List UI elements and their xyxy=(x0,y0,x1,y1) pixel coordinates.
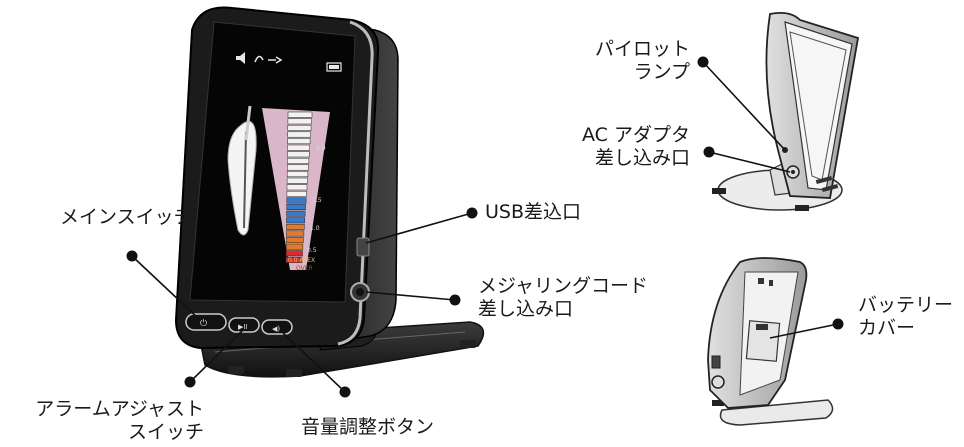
callouts xyxy=(126,56,844,398)
scale-segment xyxy=(287,151,310,158)
alarm-adjust-button[interactable] xyxy=(228,317,260,333)
scale-segment xyxy=(286,223,305,230)
scale-segment xyxy=(287,144,310,151)
battery-cover[interactable] xyxy=(745,320,781,362)
label-measuring-cord-line1: メジャリングコード xyxy=(478,275,649,297)
screen-scale xyxy=(285,111,313,263)
callout-line-main-switch xyxy=(131,255,201,321)
scale-segment xyxy=(286,217,305,224)
side-view-device xyxy=(712,11,860,211)
callout-dot-measuring-cord xyxy=(449,294,461,306)
back-view-base xyxy=(719,399,834,426)
callout-dot-battery-cover xyxy=(832,318,844,330)
scale-segment xyxy=(286,184,308,191)
callout-line-ac-adapter xyxy=(708,151,791,173)
label-main-switch-text: メインスイッチ xyxy=(60,206,193,228)
scale-segment xyxy=(287,131,311,138)
scale-segment xyxy=(286,210,306,217)
scale-segment xyxy=(286,204,306,211)
power-icon: ⏻ xyxy=(200,318,207,329)
label-pilot-lamp-line2: ランプ xyxy=(633,61,690,83)
label-measuring-cord: メジャリングコード 差し込み口 xyxy=(478,275,648,321)
label-ac-adapter: AC アダプタ 差し込み口 xyxy=(556,124,690,170)
label-battery-cover-line1: バッテリー xyxy=(858,294,954,316)
scale-segment xyxy=(287,111,313,118)
callout-line-usb xyxy=(365,212,473,244)
scale-segment xyxy=(287,164,309,171)
scale-segment xyxy=(286,230,305,237)
label-alarm-adjust: アラームアジャスト スイッチ xyxy=(6,398,204,444)
label-pilot-lamp: パイロット ランプ xyxy=(556,38,690,84)
scale-segment xyxy=(287,138,311,145)
scale-segment xyxy=(287,124,312,131)
callout-line-volume xyxy=(279,329,346,393)
label-alarm-adjust-line2: スイッチ xyxy=(127,421,204,443)
scale-label-1-5: 1.5 xyxy=(312,197,322,204)
back-view-device xyxy=(707,257,834,426)
scale-segment xyxy=(287,157,310,164)
callout-dot-ac-adapter xyxy=(703,146,715,158)
label-volume-button: 音量調整ボタン xyxy=(301,416,434,439)
scale-segment xyxy=(285,250,303,257)
scale-segment xyxy=(286,190,307,197)
callout-dot-usb xyxy=(466,207,478,219)
apex-label: 0.0 APEX xyxy=(288,257,315,264)
callout-dot-main-switch xyxy=(126,250,138,262)
scale-segment xyxy=(286,237,304,244)
label-alarm-adjust-line1: アラームアジャスト xyxy=(35,398,204,420)
label-pilot-lamp-line1: パイロット xyxy=(594,38,690,60)
label-measuring-cord-line2: 差し込み口 xyxy=(478,298,574,320)
usb-port[interactable] xyxy=(356,237,370,257)
callout-line-pilot-lamp xyxy=(702,61,786,151)
scale-segment xyxy=(286,177,308,184)
battery-icon xyxy=(326,62,342,72)
label-ac-adapter-line2: 差し込み口 xyxy=(594,147,690,169)
callout-line-battery-cover xyxy=(769,323,839,339)
scale-segment xyxy=(286,197,307,204)
tooth-graphic xyxy=(227,105,257,236)
probe-icon xyxy=(254,55,264,63)
callout-dot-volume xyxy=(339,386,351,398)
main-device: 2.0 1.5 1.0 0.5 0.0 APEX OVER ⏻ ▶II ◀) xyxy=(174,6,485,378)
label-main-switch: メインスイッチ xyxy=(60,206,193,229)
label-usb-port: USB差込口 xyxy=(485,201,581,224)
scale-label-2-0: 2.0 xyxy=(316,145,326,152)
scale-segment xyxy=(285,243,304,250)
scale-label-0-5: 0.5 xyxy=(307,247,317,254)
over-label: OVER xyxy=(296,265,313,272)
label-ac-adapter-line1: AC アダプタ xyxy=(582,124,690,146)
scale-segment xyxy=(285,256,303,263)
label-volume-button-text: 音量調整ボタン xyxy=(301,416,435,438)
volume-button[interactable] xyxy=(261,319,293,335)
main-switch-button[interactable] xyxy=(185,313,227,331)
speaker-icon xyxy=(236,52,245,64)
scale-label-1-0: 1.0 xyxy=(310,225,320,232)
status-icons xyxy=(236,52,342,72)
scale-segment xyxy=(287,118,312,125)
callout-line-measuring-cord xyxy=(365,291,456,301)
label-battery-cover-line2: カバー xyxy=(858,317,916,339)
callout-dot-pilot-lamp xyxy=(697,56,709,68)
play-pause-icon: ▶II xyxy=(238,323,248,331)
callout-dot-alarm-adjust xyxy=(184,376,196,388)
callout-line-alarm-adjust xyxy=(189,329,244,383)
volume-icon: ◀) xyxy=(272,325,280,333)
connector-icon xyxy=(268,56,283,64)
scale-segment xyxy=(286,171,309,178)
label-usb-port-text: USB差込口 xyxy=(485,201,582,223)
label-battery-cover: バッテリー カバー xyxy=(858,294,953,340)
